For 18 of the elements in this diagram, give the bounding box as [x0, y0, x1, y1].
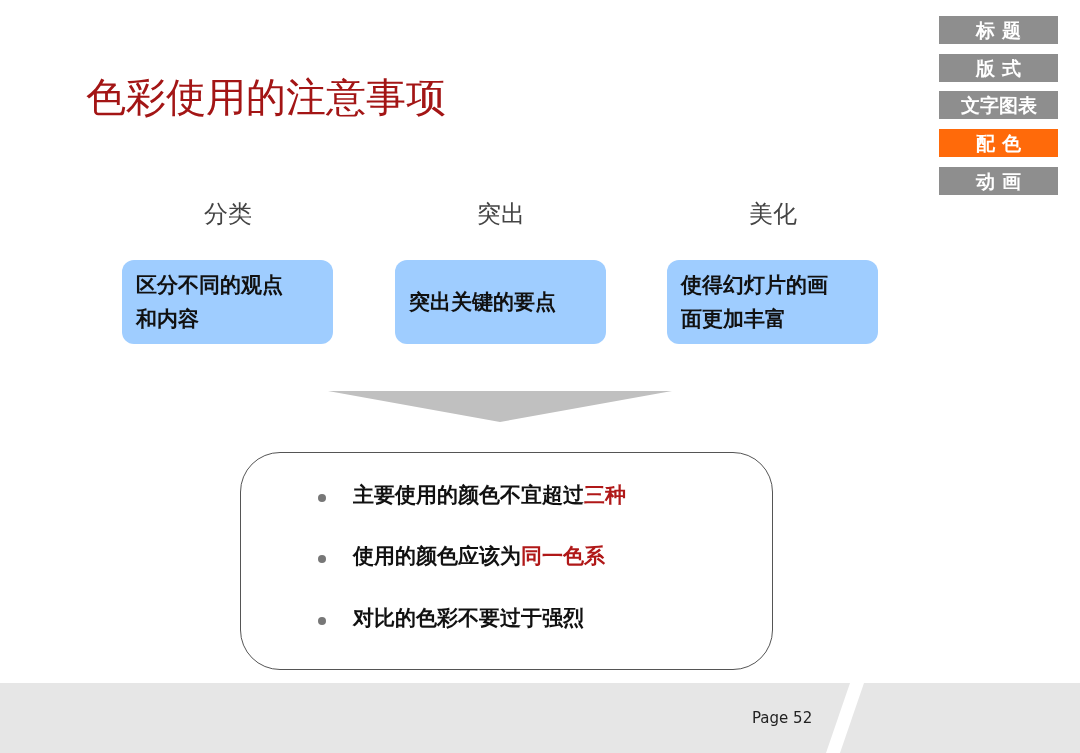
active-menu-tab: 配 色	[939, 129, 1058, 157]
chevron-arrow	[328, 391, 672, 422]
menu-tab: 版 式	[939, 54, 1058, 82]
menu-tab: 动 画	[939, 167, 1058, 195]
bullet-text: 使用的颜色应该为同一色系	[353, 543, 605, 570]
category-heading: 美化	[747, 199, 798, 230]
bullet-text: 对比的色彩不要过于强烈	[353, 605, 584, 632]
menu-tab: 标 题	[939, 16, 1058, 44]
rounded-box	[240, 452, 773, 670]
page-number: Page 52	[752, 709, 813, 727]
menu-tab: 文字图表	[939, 91, 1058, 119]
slide-title: 色彩使用的注意事项	[86, 73, 446, 122]
rounded-box: 区分不同的观点和内容	[122, 260, 333, 344]
category-heading: 分类	[202, 199, 253, 230]
category-heading: 突出	[475, 199, 526, 230]
rounded-box: 突出关键的要点	[395, 260, 606, 344]
rounded-box: 使得幻灯片的画面更加丰富	[667, 260, 878, 344]
bullet-text: 主要使用的颜色不宜超过三种	[353, 482, 626, 509]
